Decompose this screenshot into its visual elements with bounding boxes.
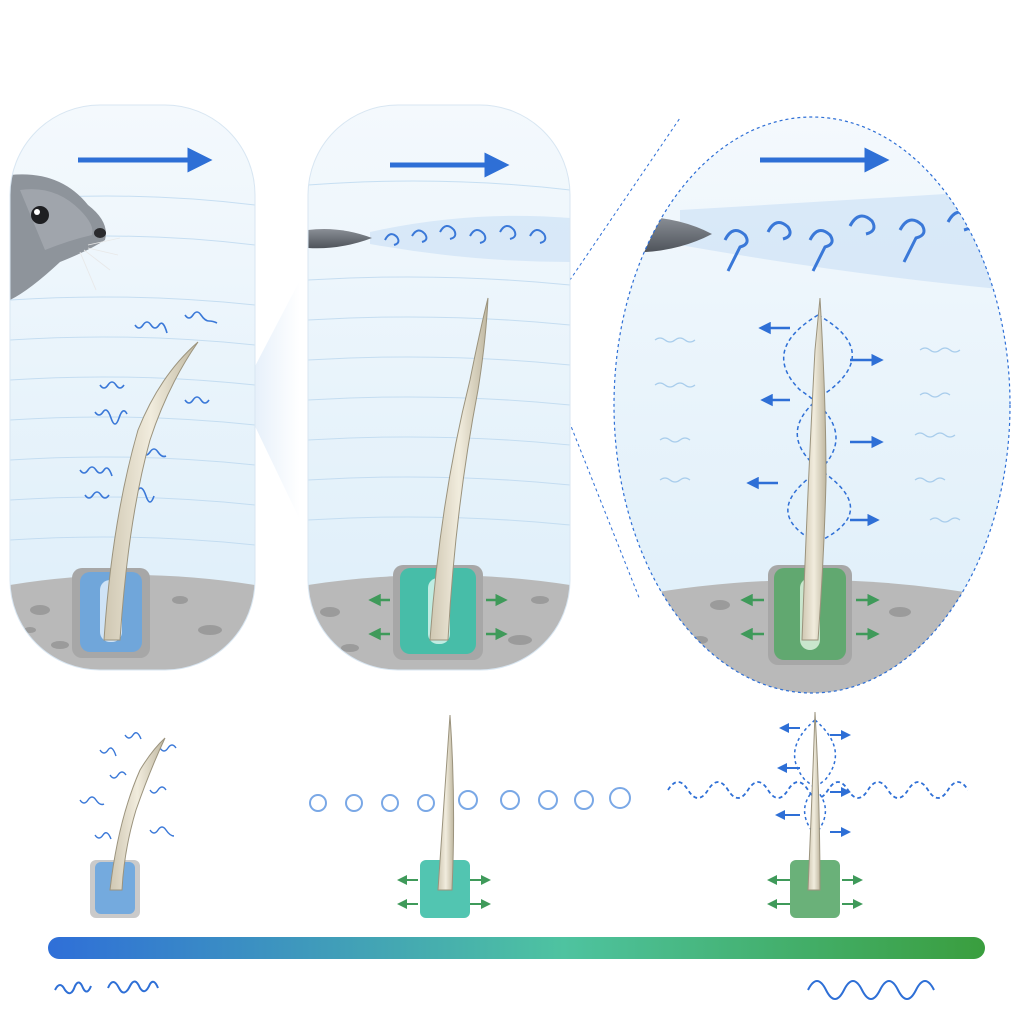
gradient-scale-bar	[48, 937, 985, 959]
seal-head-icon	[10, 174, 121, 300]
whisker-icon	[103, 341, 199, 641]
zoom-cone-1	[240, 280, 300, 520]
regular-wave-icon	[807, 980, 935, 1000]
whisker-icon	[429, 297, 489, 641]
fish-icon	[308, 229, 372, 249]
panel-steady-wake	[308, 105, 570, 670]
panel-resonant-wake	[614, 117, 1010, 693]
summary-steady-wake	[309, 714, 631, 918]
summary-turbulent	[79, 732, 177, 918]
irregular-wave-icon	[54, 980, 159, 995]
panel-turbulent	[10, 105, 255, 670]
whisker-icon	[801, 297, 827, 641]
summary-resonant-wake	[667, 711, 969, 918]
